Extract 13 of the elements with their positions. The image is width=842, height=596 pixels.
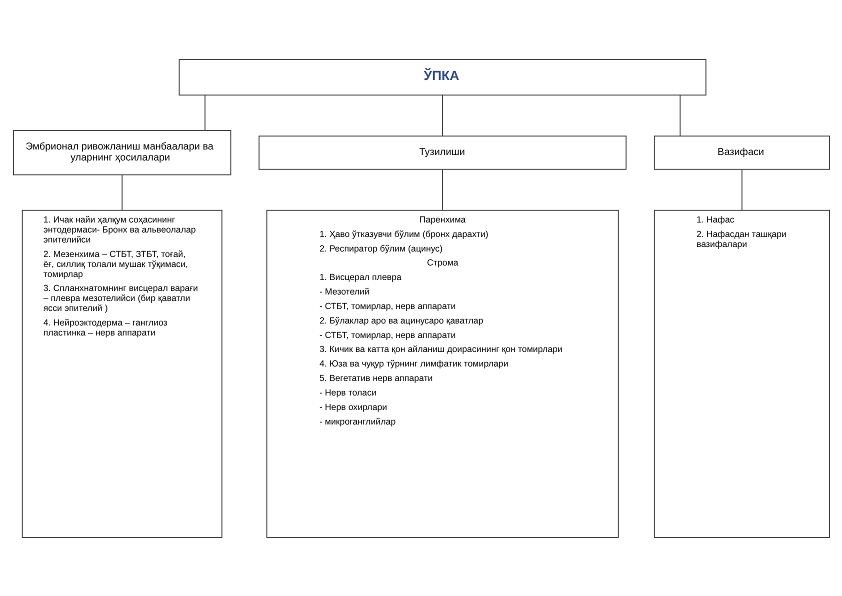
node-box: 1. Нафас 2. Нафасдан ташқари вазифалари [653, 209, 830, 538]
connector [442, 94, 443, 136]
node-box: Эмбрионал ривожланиш манбаалари ва уларнинг ҳосилалари [12, 130, 231, 175]
node-box: ЎПКА [178, 58, 706, 95]
node-box: Тузилиши [258, 135, 626, 170]
connector [679, 94, 680, 136]
node-box: Вазифаси [653, 135, 830, 170]
connector [442, 168, 443, 210]
node-box: Паренхима 1. Ҳаво ўтказувчи бўлим (бронх дарахти) 2. Респиратор бўлим (ацинус) Строма 1. Висцерал плевра - Мезотелий - СТБТ, томирлар, нерв аппарати 2. Бўлаклар аро ва ацинусаро қаватлар - СТБТ, томирлар, нерв аппарати 3. Кичик ва катта қон айланиш доирасининг қон томирлари 4. Юза ва чуқур тўрнинг лимфатик томирлари 5. Вегетатив нерв аппарати - Нерв толаси - Нерв охирлари - микроганглийлар [266, 209, 618, 538]
node-box: 1. Ичак найи ҳалқум соҳасининг энтодермаси- Бронх ва альвеолалар эпителийси 2. Мезенхима – СТБТ, ЗТБТ, тоғай, ёғ, силлиқ толали мушак тўқимаси, томирлар 3. Спланхнатомнинг висцерал варағи – плевра мезотелийси (бир қаватли ясси эпителий ) 4. Нейроэктодерма – ганглиоз пластинка – нерв аппарати [21, 209, 222, 538]
connector [741, 168, 742, 210]
connector [204, 94, 205, 130]
connector [121, 174, 122, 210]
